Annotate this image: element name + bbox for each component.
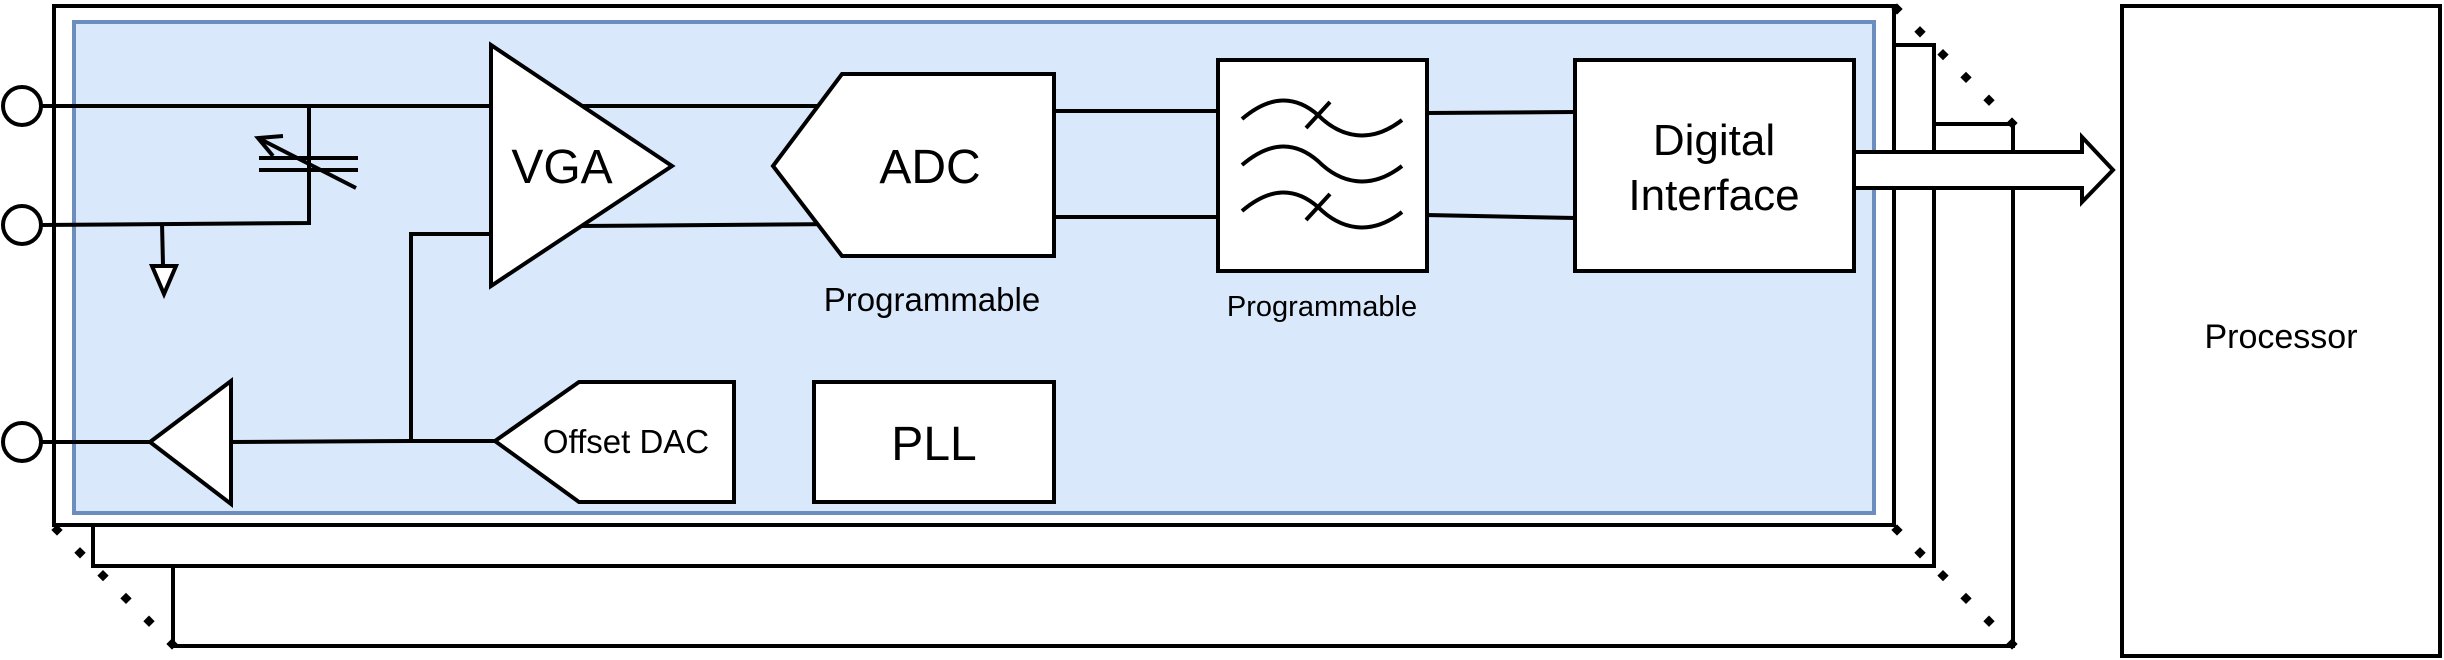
wires	[38, 104, 1576, 445]
dot-marker	[1983, 615, 1995, 627]
filter-block[interactable]	[1216, 58, 1429, 273]
dot-marker	[1937, 48, 1949, 61]
input-port-positive[interactable]	[1, 85, 43, 127]
wire-dac-to-buffer	[228, 438, 414, 445]
adc-caption: Programmable	[824, 281, 1040, 318]
stack-dots-top-right	[1891, 3, 2018, 129]
dot-marker	[1891, 3, 1903, 15]
wire-in-neg-to-cap	[38, 104, 311, 228]
wire-vga-adc-bottom	[577, 221, 845, 229]
bus-arrow-icon	[1852, 131, 2116, 207]
dot-marker	[1960, 71, 1972, 84]
dot-marker	[1914, 547, 1926, 559]
offset-dac-block[interactable]: Offset DAC	[491, 380, 736, 504]
dot-marker	[1960, 592, 1972, 605]
dot-marker	[1891, 524, 1903, 536]
adc-shape	[770, 72, 1056, 258]
vga-label: VGA	[511, 141, 612, 194]
dot-marker	[120, 592, 132, 605]
wire-filter-di-top	[1424, 109, 1576, 116]
dot-marker	[166, 638, 178, 650]
pll-block[interactable]: PLL	[812, 380, 1056, 504]
vga-triangle	[489, 41, 676, 290]
digital-interface-label-line1: Digital	[1653, 116, 1775, 165]
dot-marker	[97, 569, 109, 582]
dot-marker	[51, 524, 63, 536]
dot-marker	[1983, 94, 1995, 106]
digital-interface-label-line2: Interface	[1628, 171, 1799, 220]
buffer-amplifier-icon	[146, 376, 233, 509]
output-port-offset[interactable]	[1, 421, 43, 463]
digital-interface-block[interactable]: Digital Interface	[1573, 58, 1856, 273]
ground-icon	[148, 222, 180, 300]
digital-interface-box	[1573, 58, 1856, 273]
lowpass-filter-icon	[1240, 98, 1404, 230]
wire-dac-feedback	[409, 232, 497, 443]
processor-label: Processor	[2204, 318, 2357, 356]
offset-dac-shape	[491, 380, 736, 504]
dot-marker	[74, 547, 86, 559]
variable-capacitor-icon	[253, 134, 358, 190]
wire-filter-di-bottom	[1424, 212, 1576, 221]
dot-marker	[1914, 26, 1926, 38]
dot-marker	[2006, 638, 2018, 650]
processor-block[interactable]: Processor	[2120, 4, 2442, 658]
filter-caption: Programmable	[1227, 291, 1417, 323]
dot-marker	[2006, 117, 2018, 129]
offset-dac-label: Offset DAC	[543, 423, 709, 460]
adc-block[interactable]: ADC	[770, 72, 1056, 258]
processor-box	[2120, 4, 2442, 658]
dot-marker	[1937, 569, 1949, 582]
pll-box	[812, 380, 1056, 504]
dot-marker	[143, 615, 155, 627]
adc-label: ADC	[879, 141, 980, 194]
input-port-negative[interactable]	[1, 204, 43, 246]
pll-label: PLL	[891, 418, 976, 471]
stack-dots-bottom-right	[1891, 524, 2018, 650]
vga-block[interactable]: VGA	[489, 41, 676, 290]
